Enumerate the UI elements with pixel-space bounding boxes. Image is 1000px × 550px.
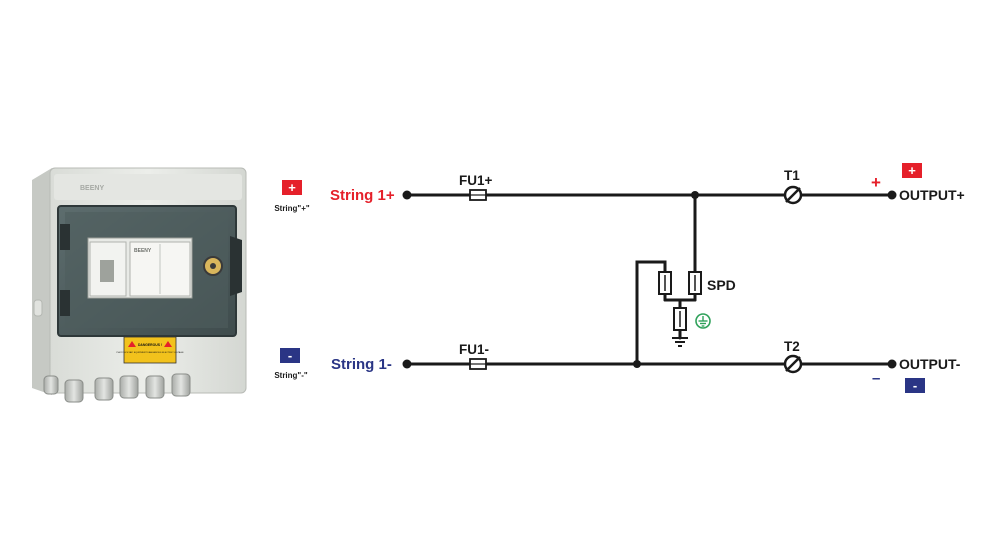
box-top-ridge: [54, 174, 242, 200]
box-brand-logo: BEENY: [80, 185, 104, 192]
terminal-t1-slash: [785, 187, 801, 203]
fuse-holder-window: [100, 260, 114, 282]
legend-minus-badge: [280, 348, 300, 363]
hinge-top-icon: [60, 224, 70, 250]
cable-gland-icon: [64, 379, 84, 403]
legend-plus-symbol: +: [288, 180, 296, 195]
fuse-plus-label: FU1+: [459, 173, 493, 188]
cable-gland-side-icon: [43, 375, 59, 395]
combiner-box-photo: BEENY BEENY DANGEROUS ! PHOTOVOLTAIC EQU…: [32, 167, 247, 403]
warning-title: DANGEROUS !: [138, 343, 162, 347]
terminal-t2-label: T2: [784, 339, 800, 354]
node-string-minus: [402, 359, 412, 369]
latch-icon: [230, 236, 242, 296]
output-plus-label: OUTPUT+: [899, 187, 965, 203]
output-minus-badge-box: [905, 378, 925, 393]
fuse-plus-icon: [469, 189, 487, 201]
legend-plus-badge: [282, 180, 302, 195]
spd-module-brand: BEENY: [134, 248, 152, 254]
spd-elements: [658, 271, 702, 331]
string-plus-num: 1+: [378, 187, 395, 204]
cable-gland-icon: [145, 375, 165, 399]
spd-feed-minus: [635, 260, 667, 366]
output-minus-label: OUTPUT-: [899, 356, 961, 372]
legend-minus-symbol: -: [288, 348, 292, 363]
cable-gland-icon: [119, 375, 139, 399]
terminal-t2-icon: [783, 354, 803, 374]
terminal-t1-label: T1: [784, 168, 800, 183]
string-minus-num: 1-: [379, 356, 392, 373]
mount-tab-icon: [33, 299, 43, 317]
terminal-t1-icon: [783, 185, 803, 205]
output-plus-badge-symbol: +: [908, 163, 916, 178]
fuse-minus-icon: [469, 358, 487, 370]
ground-symbol-icon: [672, 337, 688, 347]
cable-gland-icon: [94, 377, 114, 401]
legend-minus-caption: String"-": [274, 371, 308, 380]
terminal-t2-slash: [785, 356, 801, 372]
polarity-minus-sign: –: [872, 370, 880, 387]
circuit: [405, 193, 894, 366]
string-plus-label: String 1+: [330, 187, 395, 204]
box-side: [32, 168, 52, 395]
polarity-plus-sign: +: [871, 173, 881, 192]
output-plus-badge: +: [902, 163, 922, 178]
earth-green-icon: [695, 313, 711, 329]
isolator-knob-center: [210, 263, 216, 269]
string-minus-text: String: [331, 356, 379, 373]
cable-gland-icon: [171, 373, 191, 397]
node-spd-minus: [633, 360, 641, 368]
node-output-plus: [887, 190, 897, 200]
warning-label: [123, 336, 177, 364]
fuse-minus-label: FU1-: [459, 342, 489, 357]
node-output-minus: [887, 359, 897, 369]
warning-text: PHOTOVOLTAIC EQUIPMENT DANGEROUS ELECTRI…: [116, 351, 184, 354]
legend-positive: + String"+": [274, 180, 310, 213]
string-plus-text: String: [330, 187, 378, 204]
output-minus-badge-symbol: -: [913, 378, 917, 393]
cable-glands: [43, 373, 191, 403]
string-minus-label: String 1-: [331, 356, 392, 373]
legend-negative: - String"-": [274, 348, 308, 380]
circuit-nodes: [402, 190, 897, 369]
node-spd-plus: [691, 191, 699, 199]
warning-left-icon: [128, 341, 136, 347]
output-plus-badge-box: [902, 163, 922, 178]
output-minus-badge: -: [905, 378, 925, 393]
node-string-plus: [402, 190, 412, 200]
legend-plus-caption: String"+": [274, 204, 310, 213]
hinge-bottom-icon: [60, 290, 70, 316]
warning-right-icon: [164, 341, 172, 347]
spd-label: SPD: [707, 277, 736, 293]
